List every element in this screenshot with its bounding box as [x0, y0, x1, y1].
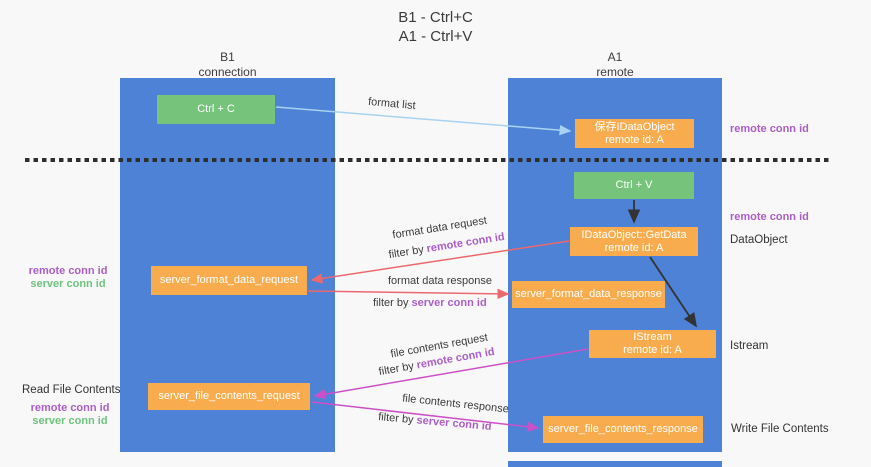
ctrl-c-label: Ctrl + C [197, 103, 235, 115]
right-lane-continuation [508, 461, 722, 467]
filter-by-text: filter by [377, 360, 415, 379]
node-server-file-contents-response: server_file_contents_response [543, 416, 703, 443]
left-remote-conn-id-2: remote conn id [30, 402, 110, 414]
getdata-line2: remote id: A [604, 241, 664, 254]
right-write-file-contents-label: Write File Contents [731, 423, 829, 435]
remote-conn-id-text: remote conn id [425, 230, 506, 256]
title-line-2: A1 - Ctrl+V [398, 28, 473, 45]
left-lane-name: B1 [220, 50, 235, 64]
node-istream: IStream remote id: A [589, 330, 716, 358]
left-remote-conn-id-1: remote conn id [28, 265, 108, 277]
node-ctrl-c: Ctrl + C [157, 95, 275, 124]
server-conn-id-text: server conn id [411, 297, 487, 309]
right-lane-subtitle: remote [596, 65, 634, 79]
node-server-file-contents-request: server_file_contents_request [148, 383, 310, 410]
left-lane-subtitle: connection [198, 65, 257, 79]
istream-line2: remote id: A [623, 344, 682, 356]
arrow-format-data-response [307, 288, 510, 300]
node-getdata: IDataObject::GetData remote id: A [570, 227, 698, 256]
filter-by-text: filter by [387, 243, 425, 262]
filter-by-text: filter by [377, 411, 415, 427]
getdata-line1: IDataObject::GetData [581, 228, 687, 241]
right-lane-header: A1 remote [508, 50, 722, 80]
filter-by-text: filter by [373, 297, 409, 309]
node-server-format-data-response: server_format_data_response [512, 281, 665, 308]
label-file-contents-response: file contents response [401, 392, 510, 416]
label-format-data-response: format data response [388, 275, 492, 287]
server-format-data-response-label: server_format_data_response [515, 288, 662, 300]
server-format-data-request-label: server_format_data_request [159, 274, 299, 286]
diagram-title: B1 - Ctrl+C A1 - Ctrl+V [0, 8, 871, 46]
node-save-dataobject: 保存IDataObject remote id: A [575, 119, 694, 148]
server-conn-id-text: server conn id [416, 414, 492, 433]
ctrl-v-label: Ctrl + V [615, 179, 653, 191]
left-conn-id-block-2: remote conn id server conn id [22, 402, 118, 428]
left-server-conn-id-2: server conn id [32, 415, 108, 427]
right-lane-name: A1 [607, 50, 623, 64]
title-line-1: B1 - Ctrl+C [398, 9, 473, 26]
save-dataobject-line1: 保存IDataObject [594, 120, 675, 133]
node-ctrl-v: Ctrl + V [574, 172, 694, 199]
left-conn-id-block-1: remote conn id server conn id [20, 265, 116, 291]
server-file-contents-request-label: server_file_contents_request [158, 390, 300, 402]
istream-line1: IStream [633, 331, 672, 343]
right-remote-conn-id-mid: remote conn id [730, 211, 809, 223]
node-server-format-data-request: server_format_data_request [151, 266, 307, 295]
right-remote-conn-id-top: remote conn id [730, 123, 809, 135]
save-dataobject-line2: remote id: A [605, 133, 664, 146]
server-file-contents-response-label: server_file_contents_response [548, 423, 698, 435]
left-read-file-contents-label: Read File Contents [22, 384, 121, 396]
left-lane-header: B1 connection [120, 50, 335, 80]
label-format-list: format list [367, 95, 417, 113]
left-server-conn-id-1: server conn id [30, 278, 106, 290]
copy-paste-separator-line [25, 158, 831, 162]
right-istream-label: Istream [730, 340, 769, 352]
right-dataobject-label: DataObject [730, 234, 788, 246]
